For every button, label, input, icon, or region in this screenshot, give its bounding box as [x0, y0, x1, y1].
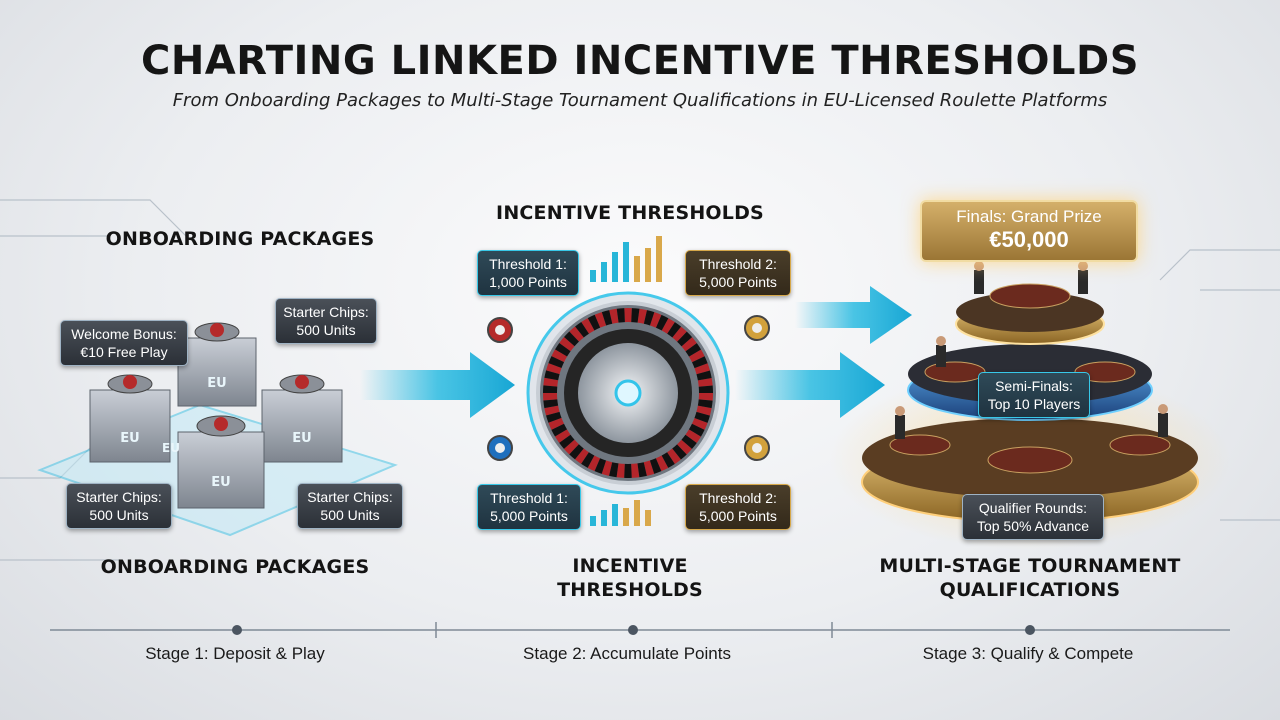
threshold-1-callout-top: Threshold 1: 1,000 Points [477, 250, 579, 296]
callout-line: Qualifier Rounds: [978, 500, 1088, 516]
threshold-2-callout-bottom: Threshold 2: 5,000 Points [685, 484, 791, 530]
threshold-2-callout-top: Threshold 2: 5,000 Points [685, 250, 791, 296]
onboarding-heading-bottom: ONBOARDING PACKAGES [100, 556, 370, 578]
bar-chart-icon-bottom [590, 500, 651, 526]
heading-line: INCENTIVE [572, 555, 688, 577]
callout-line: Starter Chips: [307, 489, 393, 505]
starter-chips-callout-left: Starter Chips: 500 Units [66, 483, 172, 529]
callout-line: 500 Units [320, 507, 380, 523]
callout-line: €10 Free Play [80, 344, 168, 360]
box-mark: EU [211, 475, 231, 490]
finals-banner: Finals: Grand Prize €50,000 [920, 200, 1138, 262]
box-mark: EU [207, 376, 227, 391]
bar-chart-icon-top [590, 236, 662, 282]
stage-2-label: Stage 2: Accumulate Points [523, 644, 731, 663]
stage-1-label: Stage 1: Deposit & Play [145, 644, 325, 663]
callout-line: 500 Units [296, 322, 356, 338]
tournament-heading: MULTI-STAGE TOURNAMENT QUALIFICATIONS [840, 554, 1220, 602]
circuit-lines-right [1159, 249, 1280, 521]
circuit-lines-left [0, 199, 191, 561]
callout-line: Threshold 2: [699, 256, 777, 272]
threshold-1-callout-bottom: Threshold 1: 5,000 Points [477, 484, 581, 530]
chip-icons [487, 315, 770, 461]
callout-line: Threshold 2: [699, 490, 777, 506]
callout-line: Top 50% Advance [976, 518, 1090, 534]
roulette-wheel [526, 291, 730, 495]
callout-line: 5,000 Points [699, 274, 777, 290]
finals-prize: €50,000 [989, 227, 1069, 252]
heading-line: MULTI-STAGE TOURNAMENT [879, 555, 1181, 577]
heading-line: QUALIFICATIONS [939, 579, 1121, 601]
timeline [50, 622, 1230, 638]
callout-line: 500 Units [89, 507, 149, 523]
box-mark: EU [162, 441, 180, 455]
starter-chips-callout-right: Starter Chips: 500 Units [297, 483, 403, 529]
box-mark: EU [120, 431, 140, 446]
arrows [360, 286, 912, 418]
callout-line: 5,000 Points [490, 508, 568, 524]
qualifier-rounds-callout: Qualifier Rounds: Top 50% Advance [962, 494, 1104, 540]
welcome-bonus-callout: Welcome Bonus: €10 Free Play [60, 320, 188, 366]
callout-line: 1,000 Points [489, 274, 567, 290]
gift-boxes [89, 322, 343, 509]
callout-line: 5,000 Points [699, 508, 777, 524]
page-subtitle: From Onboarding Packages to Multi-Stage … [172, 90, 1108, 111]
heading-line: THRESHOLDS [557, 579, 703, 601]
callout-line: Starter Chips: [283, 304, 369, 320]
box-mark: EU [292, 431, 312, 446]
callout-line: Threshold 1: [490, 490, 568, 506]
page-title: CHARTING LINKED INCENTIVE THRESHOLDS [140, 38, 1140, 84]
thresholds-heading-bottom: INCENTIVE THRESHOLDS [450, 554, 810, 602]
starter-chips-callout-top: Starter Chips: 500 Units [275, 298, 377, 344]
callout-line: Starter Chips: [76, 489, 162, 505]
callout-line: Threshold 1: [489, 256, 567, 272]
finals-label: Finals: Grand Prize [956, 207, 1102, 226]
onboarding-heading-top: ONBOARDING PACKAGES [105, 228, 375, 250]
stage-3-label: Stage 3: Qualify & Compete [922, 644, 1134, 663]
thresholds-heading-top: INCENTIVE THRESHOLDS [496, 202, 764, 224]
callout-line: Semi-Finals: [995, 378, 1073, 394]
callout-line: Top 10 Players [987, 396, 1081, 412]
semi-finals-callout: Semi-Finals: Top 10 Players [978, 372, 1090, 418]
callout-line: Welcome Bonus: [71, 326, 177, 342]
